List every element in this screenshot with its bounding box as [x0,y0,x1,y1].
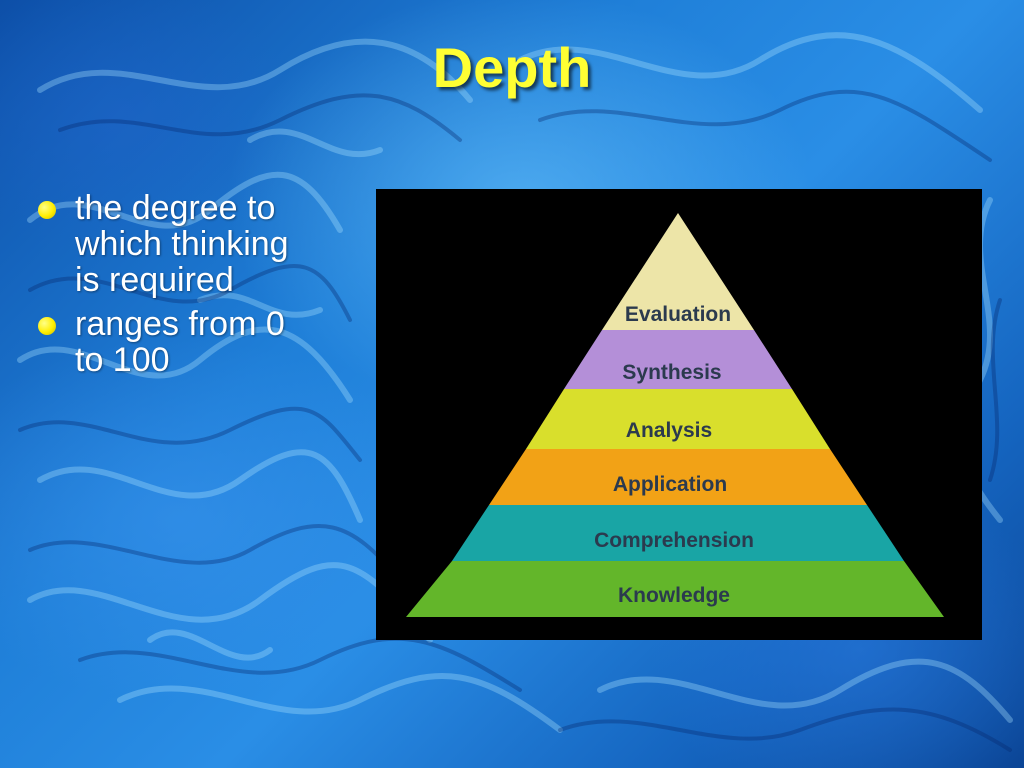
pyramid-layer-comprehension [452,505,904,561]
level-label-analysis: Analysis [626,419,712,442]
bullet-text: the degree to which thinking is required [75,189,289,299]
pyramid-layer-evaluation [602,213,754,330]
bullet-dot-icon [38,201,56,219]
level-label-synthesis: Synthesis [622,361,721,384]
bullet-list: the degree to which thinking is required… [30,190,310,386]
pyramid-layer-application [489,449,867,505]
level-label-knowledge: Knowledge [618,584,730,607]
slide-title: Depth [432,36,592,99]
level-label-comprehension: Comprehension [594,529,754,552]
pyramid-diagram: Evaluation Synthesis Analysis Applicatio… [376,189,982,640]
bullet-dot-icon [38,317,56,335]
bullet-item: ranges from 0 to 100 [30,306,310,378]
pyramid-svg: Evaluation Synthesis Analysis Applicatio… [406,213,944,617]
level-label-evaluation: Evaluation [625,303,731,326]
pyramid-layer-knowledge [406,561,944,617]
pyramid-layer-analysis [526,389,830,449]
level-label-application: Application [613,473,727,496]
bullet-item: the degree to which thinking is required [30,190,310,298]
pyramid-layer-synthesis [564,330,792,389]
bullet-text: ranges from 0 to 100 [75,305,285,379]
